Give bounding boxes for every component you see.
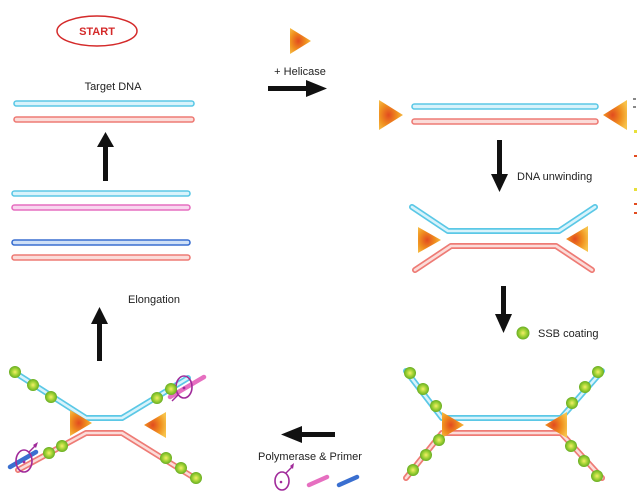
arrow-icon	[495, 286, 512, 333]
helicase-icon	[566, 226, 588, 252]
helicase-icon	[290, 28, 311, 54]
helicase-bound-duplex	[411, 103, 599, 125]
helicase-icon	[545, 412, 567, 438]
arrow-icon	[491, 140, 508, 192]
arrow-icon	[97, 132, 114, 181]
helicase-icon	[603, 100, 627, 130]
helicase-label: + Helicase	[274, 66, 326, 78]
arrow-icon	[281, 426, 335, 443]
elongation-label: Elongation	[128, 294, 180, 306]
ssb-coating-label: SSB coating	[538, 328, 599, 340]
ssb-icon	[516, 326, 530, 340]
primer-icon	[306, 474, 360, 488]
unwinding-fork	[409, 204, 598, 273]
ssb-coated-fork	[403, 368, 605, 481]
target-dna-duplex	[13, 100, 195, 123]
helicase-icon	[144, 412, 166, 438]
arrow-icon	[91, 307, 108, 361]
arrow-icon	[268, 80, 327, 97]
polymerase-icon	[15, 442, 38, 473]
helicase-icon	[442, 412, 464, 438]
helicase-icon	[418, 227, 441, 253]
helicase-icon	[379, 100, 403, 130]
dna-unwinding-label: DNA unwinding	[517, 171, 592, 183]
amplified-dna-copies	[11, 190, 191, 261]
ssb-icon	[9, 366, 202, 484]
clipped-edge-marks	[633, 98, 637, 214]
helicase-icon	[70, 410, 92, 436]
target-dna-label: Target DNA	[85, 81, 143, 93]
ssb-icon	[404, 366, 604, 482]
start-label: START	[79, 26, 115, 38]
polymerase-primer-label: Polymerase & Primer	[258, 451, 362, 463]
start-node: START	[56, 15, 138, 47]
polymerase-icon	[274, 463, 294, 491]
